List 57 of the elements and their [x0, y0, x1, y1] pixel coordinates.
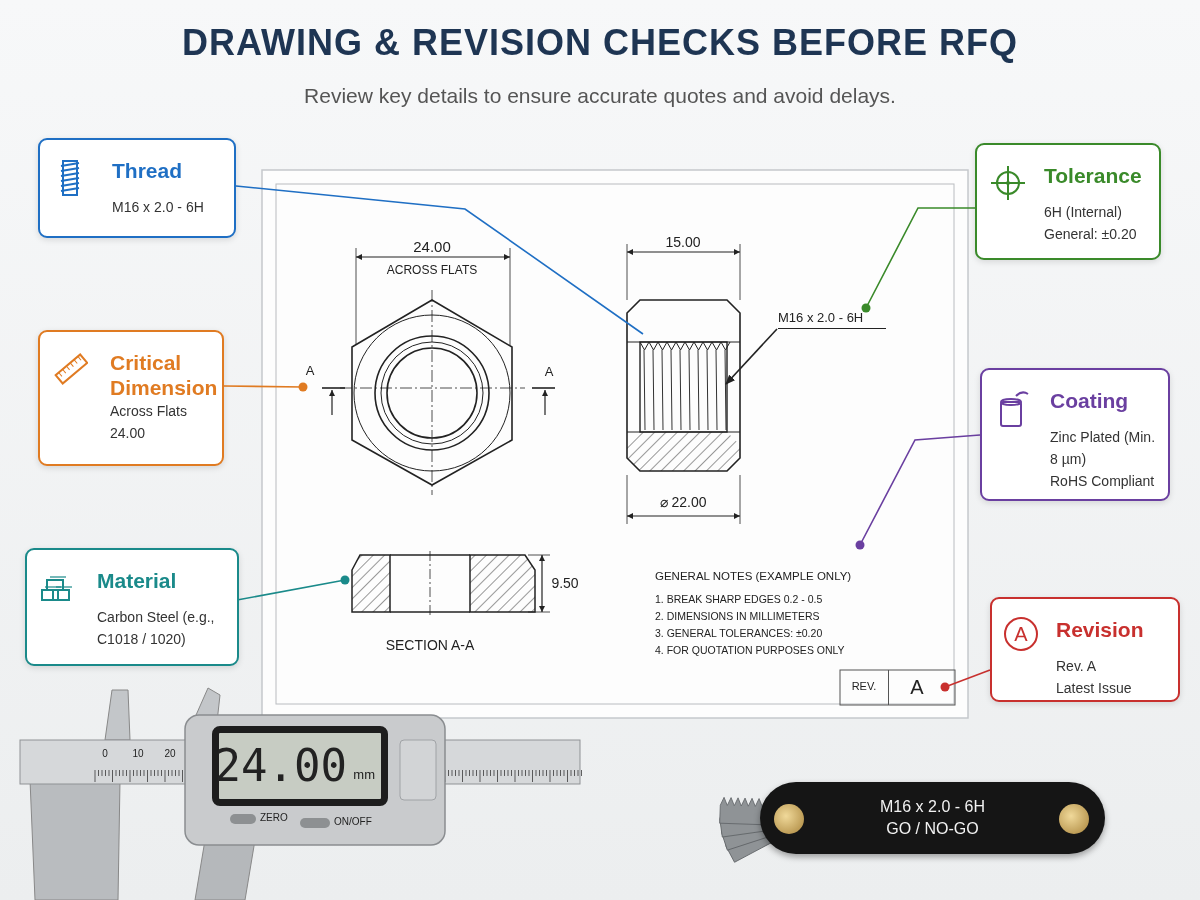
- display-unit: mm: [353, 767, 375, 782]
- dimension-text: 9.50: [551, 575, 579, 591]
- gauge-handle: [760, 782, 1105, 854]
- leader-line: [236, 575, 350, 601]
- callout-text: Rev. A: [1056, 657, 1098, 676]
- scale-number: 20: [164, 748, 176, 759]
- button-label: ON/OFF: [334, 816, 372, 827]
- note-text: 2. DIMENSIONS IN MILLIMETERS: [655, 610, 820, 622]
- leader-line: [861, 207, 976, 313]
- title: DRAWING & REVISION CHECKS BEFORE RFQ: [180, 22, 1020, 64]
- subtitle: Review key details to ensure accurate quotes and avoid delays.: [304, 84, 896, 108]
- display-reading: 24.00: [214, 739, 347, 793]
- dimension-text: ⌀ 22.00: [659, 494, 707, 510]
- thread-callout-note: M16 x 2.0 - 6H: [778, 308, 886, 329]
- section-letter: A: [544, 364, 554, 379]
- note-text: 3. GENERAL TOLERANCES: ±0.20: [655, 627, 823, 639]
- callout-text: Across Flats 24.00: [110, 402, 188, 443]
- note-text: 1. BREAK SHARP EDGES 0.2 - 0.5: [655, 593, 823, 605]
- callout-text: Latest Issue: [1056, 679, 1133, 698]
- leader-line: [855, 434, 981, 550]
- callout-card: [990, 597, 1180, 702]
- callout-title: Coating: [1050, 388, 1130, 413]
- note-text: 4. FOR QUOTATION PURPOSES ONLY: [655, 644, 845, 656]
- callout-title: Thread: [112, 158, 183, 183]
- circled-letter: A: [1004, 617, 1038, 651]
- dimension-text: 24.00: [413, 238, 451, 255]
- callout-title: Tolerance: [1044, 163, 1143, 188]
- callout-text: RoHS Compliant: [1050, 472, 1156, 491]
- gauge-marking: GO / NO-GO: [885, 819, 980, 839]
- dimension-note: ACROSS FLATS: [386, 263, 478, 277]
- callout-title: Material: [97, 568, 178, 593]
- callout-card: [980, 368, 1170, 501]
- callout-text: 6H (Internal): [1044, 203, 1123, 222]
- callout-card: [38, 138, 236, 238]
- lcd-display: [212, 726, 388, 806]
- scale-number: 10: [132, 748, 144, 759]
- view-caption: SECTION A-A: [385, 637, 475, 653]
- revision-letter: A: [909, 675, 925, 700]
- notes-heading: GENERAL NOTES (EXAMPLE ONLY): [655, 570, 852, 582]
- section-letter: A: [304, 362, 316, 380]
- callout-card: [25, 548, 239, 666]
- dimension-text: 15.00: [665, 234, 701, 250]
- callout-title: Critical Dimension: [110, 350, 218, 400]
- title-block-heading: REV.: [851, 680, 877, 692]
- leader-line: [223, 382, 308, 392]
- leader-line: [940, 669, 991, 692]
- gauge-marking: M16 x 2.0 - 6H: [879, 797, 986, 817]
- callout-card: [975, 143, 1161, 260]
- callout-text: Carbon Steel (e.g., C1018 / 1020): [97, 608, 216, 649]
- callout-card: [38, 330, 224, 466]
- leader-arrow: [725, 328, 778, 385]
- callout-text: Zinc Plated (Min. 8 µm): [1050, 428, 1157, 469]
- leader-line: [235, 185, 644, 335]
- scale-number: 0: [102, 748, 108, 759]
- callout-text: General: ±0.20: [1044, 225, 1138, 244]
- callout-text: M16 x 2.0 - 6H: [112, 198, 205, 217]
- callout-title: Revision: [1056, 617, 1145, 642]
